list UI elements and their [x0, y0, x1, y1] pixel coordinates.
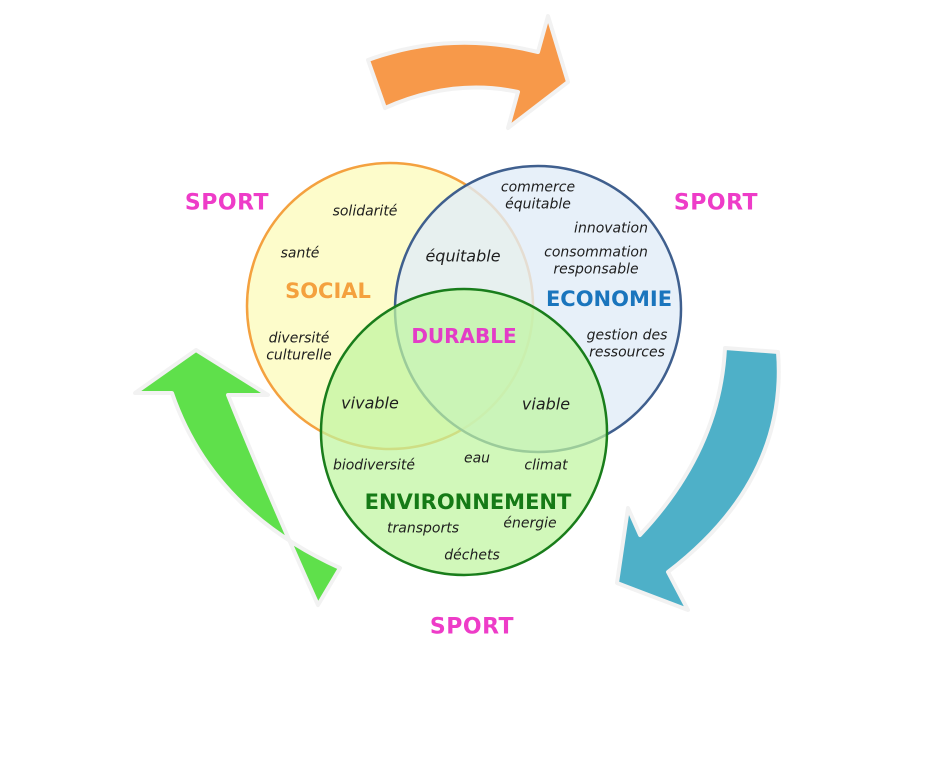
intersection-viable: viable	[521, 394, 571, 414]
social-title: SOCIAL	[285, 279, 371, 303]
economie-title: ECONOMIE	[545, 287, 673, 311]
word-consommation: consommation	[544, 244, 648, 261]
word-biodiversite: biodiversité	[332, 457, 416, 474]
sport-label-bottom: SPORT	[429, 614, 515, 640]
environnement-title: ENVIRONNEMENT	[364, 490, 572, 514]
word-culturelle: culturelle	[266, 347, 332, 364]
word-dechets: déchets	[444, 547, 500, 564]
intersection-vivable: vivable	[341, 393, 399, 413]
right-arrow	[615, 346, 781, 612]
word-responsable: responsable	[553, 261, 639, 278]
word-ressources: ressources	[589, 344, 665, 361]
word-commerce: commerce	[500, 179, 576, 196]
word-solidarite: solidarité	[332, 203, 398, 220]
word-transports: transports	[387, 520, 459, 537]
word-equitable: équitable	[505, 196, 571, 213]
left-arrow	[133, 348, 342, 607]
sport-label-right: SPORT	[673, 190, 759, 216]
intersection-equitable: équitable	[425, 246, 501, 266]
durable-label: DURABLE	[411, 324, 517, 348]
word-diversite: diversité	[268, 330, 330, 347]
word-gestion: gestion des	[586, 327, 668, 344]
sport-label-left: SPORT	[184, 190, 270, 216]
word-eau: eau	[463, 450, 491, 467]
word-energie: énergie	[503, 515, 557, 532]
word-climat: climat	[524, 457, 568, 474]
circle-environnement	[319, 287, 609, 577]
word-innovation: innovation	[574, 220, 648, 237]
word-sante: santé	[280, 245, 320, 262]
top-arrow	[366, 14, 570, 130]
